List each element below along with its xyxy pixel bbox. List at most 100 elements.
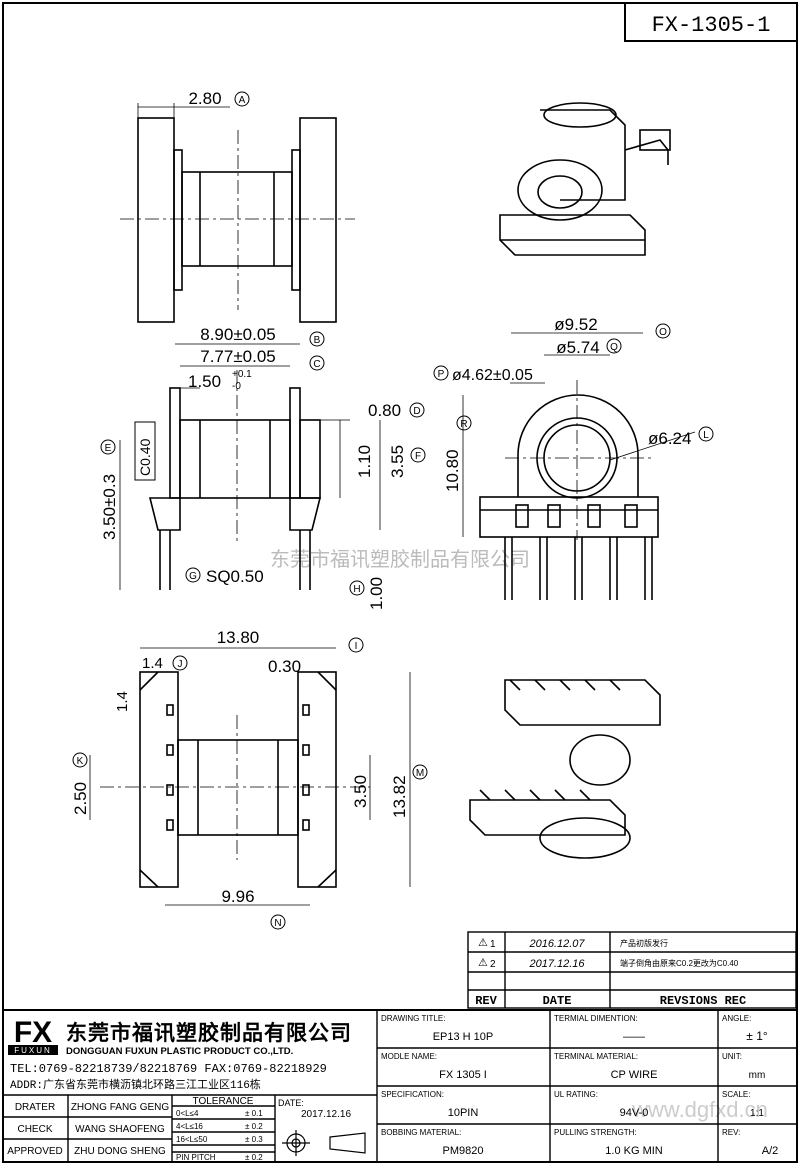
drawing-number: FX-1305-1	[652, 13, 771, 38]
terminal-material-value: CP WIRE	[611, 1069, 658, 1081]
dim-sq050: SQ0.50	[206, 567, 264, 586]
rev-value: A/2	[762, 1145, 779, 1157]
dim-624: ø6.24	[648, 429, 691, 448]
unit-label: UNIT:	[722, 1052, 742, 1061]
dim-890: 8.90±0.05	[200, 325, 276, 344]
rev-row-1-mark: ⚠	[478, 937, 488, 949]
tag-r: R	[460, 419, 467, 430]
scale-value: 1:1	[750, 1108, 764, 1119]
ul-rating-label: UL RATING:	[554, 1090, 598, 1099]
dim-150-tol-dn: -0	[232, 381, 241, 392]
tol-2v: ± 0.2	[245, 1122, 263, 1131]
dim-1382: 13.82	[390, 775, 409, 818]
approved-label: APPROVED	[7, 1146, 63, 1157]
pulling-strength-value: 1.0 KG MIN	[605, 1145, 663, 1157]
front-view	[119, 343, 381, 590]
tolerance-label: TOLERANCE	[193, 1096, 254, 1107]
company-logo: FX	[14, 1016, 52, 1049]
drater-value: ZHONG FANG GENG	[71, 1102, 170, 1113]
tag-a: A	[239, 95, 246, 106]
rev-header-rec: REVSIONS REC	[660, 994, 746, 1008]
drater-label: DRATER	[15, 1102, 55, 1113]
dim-14-top: 1.4	[142, 655, 163, 672]
tag-p: P	[438, 369, 445, 380]
isometric-view-top	[499, 102, 671, 256]
dim-110: 1.10	[355, 445, 374, 478]
dim-150-tol-up: +0.1	[232, 369, 252, 380]
tag-f: F	[415, 451, 421, 462]
terminal-dim-label: TERMIAL DIMENTION:	[554, 1014, 638, 1023]
revision-table	[467, 931, 797, 1009]
dim-100: 1.00	[367, 577, 386, 610]
date-label: DATE:	[278, 1098, 304, 1108]
tag-l: L	[703, 430, 709, 441]
tag-c: C	[313, 359, 320, 370]
company-name-cn: 东莞市福讯塑胶制品有限公司	[66, 1021, 352, 1045]
dim-14-left: 1.4	[114, 691, 131, 712]
terminal-dim-value: ——	[623, 1031, 645, 1043]
tag-n: N	[274, 918, 281, 929]
dim-355: 3.55	[388, 445, 407, 478]
end-view	[462, 332, 696, 600]
dim-150: 1.50	[188, 372, 221, 391]
company-addr: ADDR:广东省东莞市横沥镇北环路三江工业区116栋	[10, 1077, 261, 1092]
dim-996: 9.96	[221, 887, 254, 906]
company-tel: TEL:0769-82218739/82218769 FAX:0769-8221…	[10, 1062, 327, 1076]
tag-j: J	[178, 659, 183, 670]
tol-3v: ± 0.3	[245, 1135, 263, 1144]
rev-row-2-date: 2017.12.16	[528, 958, 585, 970]
watermark-company: 东莞市福讯塑胶制品有限公司	[270, 548, 530, 571]
tag-o: O	[659, 327, 667, 338]
tol-1: 0<L≤4	[176, 1109, 199, 1118]
angle-value: ± 1°	[746, 1029, 768, 1043]
dim-350-b: 3.50	[351, 775, 370, 808]
tol-4v: ± 0.2	[245, 1153, 263, 1162]
tol-3: 16<L≤50	[176, 1135, 208, 1144]
bottom-view	[89, 647, 411, 906]
dim-080: 0.80	[368, 401, 401, 420]
check-label: CHECK	[17, 1124, 52, 1135]
tol-1v: ± 0.1	[245, 1109, 263, 1118]
logo-box	[8, 1016, 58, 1044]
unit-value: mm	[749, 1070, 766, 1081]
scale-label: SCALE:	[722, 1090, 750, 1099]
rev-row-1-num: 1	[490, 939, 496, 950]
terminal-material-label: TERMINAL MATERIAL:	[554, 1052, 638, 1061]
rev-row-2-mark: ⚠	[478, 957, 488, 969]
model-name-label: MODLE NAME:	[381, 1052, 437, 1061]
tol-2: 4<L≤16	[176, 1122, 203, 1131]
bobbing-material-value: PM9820	[443, 1145, 484, 1157]
dim-250: 2.50	[71, 782, 90, 815]
side-view-top	[120, 103, 355, 323]
tag-k: K	[77, 756, 84, 767]
title-block-grid	[3, 1009, 797, 1162]
check-value: WANG SHAOFENG	[75, 1124, 165, 1135]
date-value: 2017.12.16	[301, 1109, 351, 1120]
tag-e: E	[105, 443, 112, 454]
drawing-title-label: DRAWING TITLE:	[381, 1014, 445, 1023]
rev-row-2-rec: 端子倒角由原来C0.2更改为C0.40	[620, 958, 739, 968]
specification-value: 10PIN	[448, 1107, 479, 1119]
dim-350: 3.50±0.3	[100, 474, 119, 540]
isometric-view-bottom	[469, 679, 661, 859]
dim-777: 7.77±0.05	[200, 347, 276, 366]
rev-label: REV:	[722, 1128, 740, 1137]
approved-value: ZHU DONG SHENG	[74, 1146, 166, 1157]
tag-i: I	[355, 641, 358, 652]
rev-header-rev: REV	[475, 994, 497, 1008]
dim-280: 2.80	[188, 89, 221, 108]
dim-574: ø5.74	[556, 338, 599, 357]
drawing-number-box	[624, 2, 798, 42]
dim-1080: 10.80	[443, 449, 462, 492]
ul-rating-value: 94V-0	[620, 1107, 649, 1119]
bobbing-material-label: BOBBING MATERIAL:	[381, 1128, 461, 1137]
company-logo-sub: FUXUN	[14, 1046, 52, 1055]
specification-label: SPECIFICATION:	[381, 1090, 444, 1099]
tag-d: D	[413, 406, 420, 417]
drawing-title-value: EP13 H 10P	[433, 1031, 494, 1043]
tag-b: B	[314, 335, 321, 346]
dim-462: ø4.62±0.05	[452, 367, 533, 384]
rev-row-2-num: 2	[490, 959, 496, 970]
projection-symbol-icon	[282, 1130, 366, 1156]
